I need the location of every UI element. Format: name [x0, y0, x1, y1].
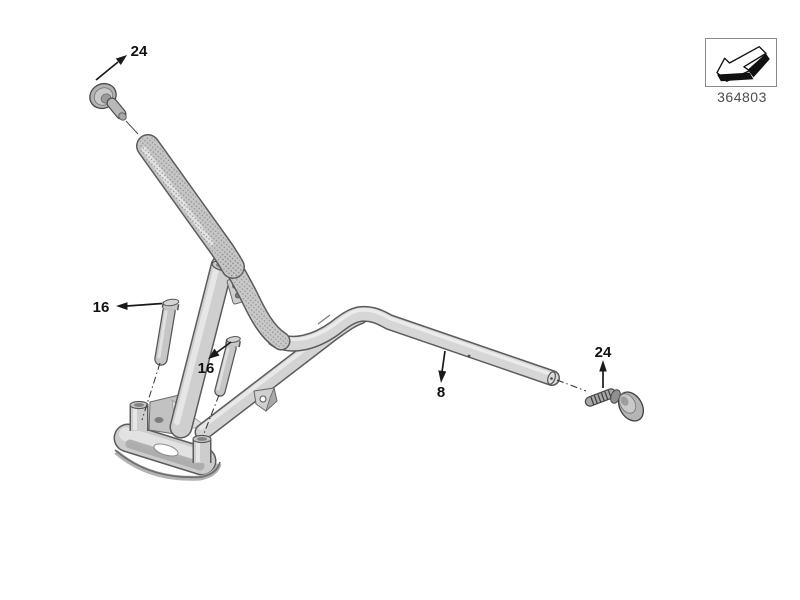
- tube-hole: [467, 354, 471, 358]
- callout-arrowhead: [208, 348, 220, 359]
- right-handlebar-end-screw: [584, 388, 645, 422]
- steering-stem-tube: [169, 254, 234, 439]
- callout-label[interactable]: 16: [93, 299, 110, 316]
- callout-16-left[interactable]: 16: [93, 299, 163, 316]
- right-clamp-boss: [192, 434, 212, 463]
- lower-mount-bracket: [253, 386, 278, 413]
- left-clamp-bolt: [154, 298, 180, 366]
- callout-24-left[interactable]: 24: [95, 43, 148, 81]
- callout-24-right[interactable]: 24: [595, 344, 612, 388]
- callout-arrowhead: [115, 55, 127, 65]
- callout-arrowhead: [116, 302, 128, 310]
- assembly-axis-lines: [141, 362, 587, 437]
- right-clamp-bolt: [214, 336, 241, 397]
- callout-label[interactable]: 24: [595, 344, 612, 361]
- left-handlebar-end-screw: [89, 82, 139, 135]
- callout-arrowhead: [599, 360, 607, 372]
- grip-knurl-texture: [138, 136, 243, 277]
- callout-label[interactable]: 8: [437, 384, 445, 401]
- callout-16-right[interactable]: 16: [198, 341, 232, 377]
- left-clamp-boss: [129, 400, 149, 431]
- base-plate-front-edge: [114, 449, 222, 481]
- direction-arrow-icon: [716, 46, 770, 82]
- reference-thumbnail-box[interactable]: [705, 38, 777, 87]
- callout-arrowhead: [438, 370, 447, 383]
- reference-number: 364803: [717, 89, 767, 105]
- callout-label[interactable]: 16: [198, 360, 215, 377]
- base-plate: [113, 423, 217, 476]
- handlebar-tube: [136, 134, 560, 386]
- callout-label[interactable]: 24: [131, 43, 148, 60]
- callout-8[interactable]: 8: [437, 350, 447, 401]
